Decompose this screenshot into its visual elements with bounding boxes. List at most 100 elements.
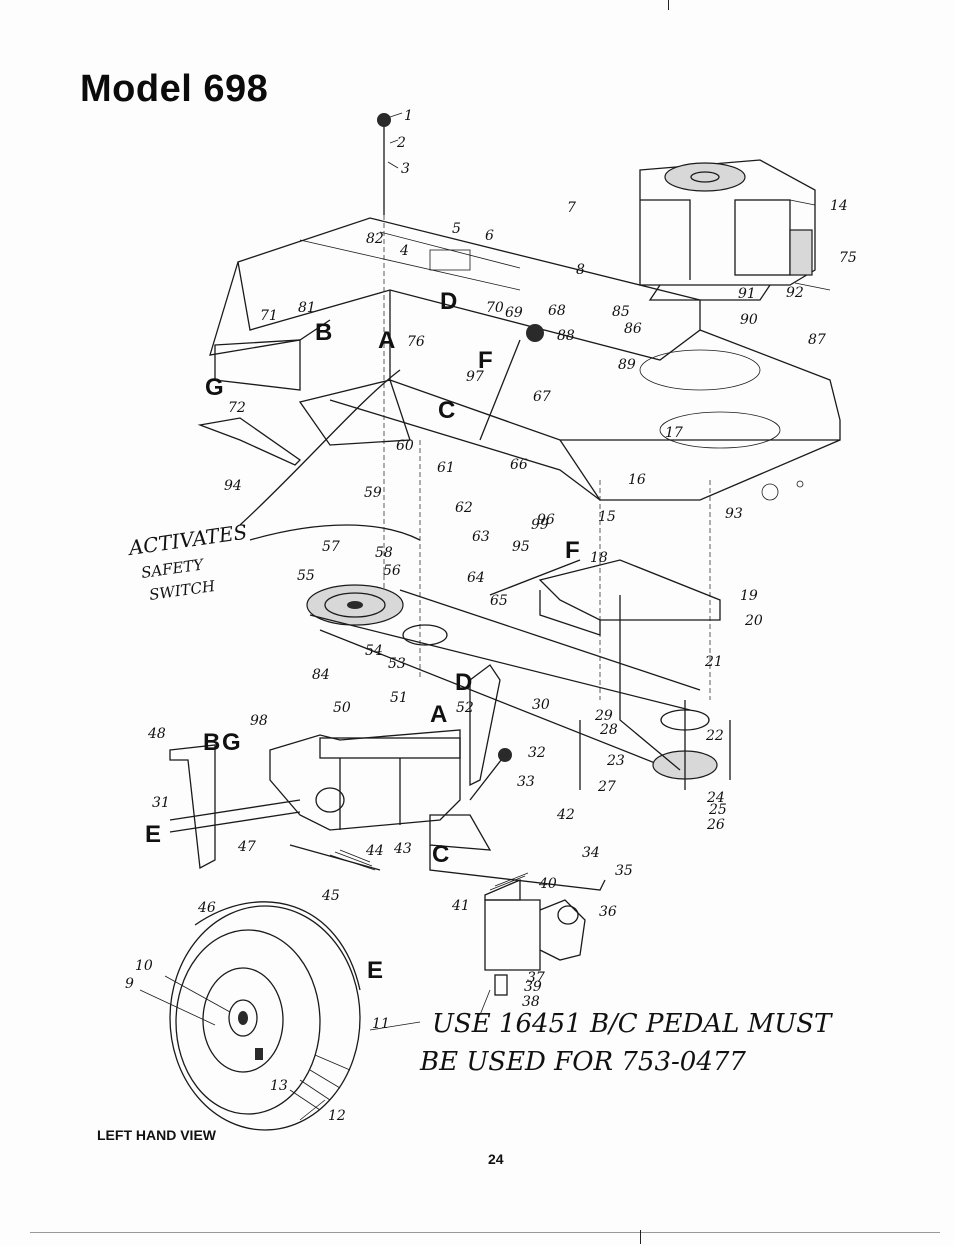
part-label: 40 <box>538 876 557 892</box>
ref-letter-g-left: G <box>222 729 241 756</box>
part-label: 22 <box>705 728 724 744</box>
bottom-edge-rule <box>30 1232 940 1233</box>
part-label: 32 <box>528 745 546 761</box>
part-label: 4 <box>399 243 409 259</box>
part-label: 97 <box>466 369 484 385</box>
part-label: 44 <box>365 843 384 859</box>
note-safety: SAFETY <box>140 555 206 582</box>
part-label: 91 <box>738 286 756 302</box>
part-label: 20 <box>744 613 763 629</box>
part-label: 65 <box>490 593 508 609</box>
part-label: 27 <box>597 779 616 795</box>
part-label: 75 <box>839 250 857 266</box>
bottom-edge-tick <box>640 1230 641 1244</box>
part-label: 66 <box>510 457 528 473</box>
part-label: 92 <box>786 285 804 301</box>
engine <box>639 159 816 301</box>
part-label: 26 <box>706 817 725 833</box>
part-label: 87 <box>808 332 826 348</box>
part-label: 85 <box>612 304 630 320</box>
part-label: 6 <box>485 228 494 244</box>
idler-bracket <box>538 559 731 790</box>
ref-letter-f-mid: F <box>565 537 580 564</box>
part-label: 47 <box>237 839 256 855</box>
part-label: 33 <box>517 774 535 790</box>
top-edge-tick <box>668 0 669 10</box>
part-label: 60 <box>396 438 414 454</box>
part-label: 42 <box>556 807 575 823</box>
part-label: 63 <box>472 529 490 545</box>
part-label: 81 <box>298 300 316 316</box>
drive-belt-and-pulleys <box>306 584 718 790</box>
part-label: 57 <box>322 539 340 555</box>
part-label: 8 <box>576 262 585 278</box>
part-label: 37 <box>527 970 545 986</box>
part-label: 13 <box>270 1078 288 1094</box>
part-label: 64 <box>467 570 485 586</box>
part-label: 41 <box>451 898 470 914</box>
part-label: 2 <box>396 135 406 151</box>
part-label: 9 <box>125 976 134 992</box>
part-label: 5 <box>452 221 461 237</box>
page-title: Model 698 <box>80 68 269 110</box>
part-label: 55 <box>297 568 315 584</box>
ref-letter-a-mid: A <box>430 701 447 728</box>
note-bottom-line1: USE 16451 B/C PEDAL MUST <box>432 1009 833 1039</box>
linkage-rods <box>239 113 711 700</box>
part-callouts: 1 2 3 4 5 6 7 8 9 10 11 12 13 14 15 16 1… <box>125 108 857 1124</box>
part-label: 86 <box>624 321 642 337</box>
part-label: 38 <box>522 994 540 1010</box>
view-label: LEFT HAND VIEW <box>97 1127 216 1143</box>
ref-letter-e-wheel: E <box>367 957 383 984</box>
ref-letter-b-left: B <box>203 729 220 756</box>
part-label: 76 <box>407 334 425 350</box>
part-label: 10 <box>135 958 153 974</box>
part-label: 93 <box>725 506 743 522</box>
part-label: 36 <box>599 904 617 920</box>
part-label: 16 <box>628 472 646 488</box>
ref-letter-a-top: A <box>378 327 395 354</box>
part-label: 56 <box>383 563 401 579</box>
part-label: 50 <box>333 700 351 716</box>
part-label: 95 <box>512 539 530 555</box>
part-label: 45 <box>321 888 340 904</box>
part-label: 88 <box>557 328 575 344</box>
part-label: 23 <box>606 753 625 769</box>
part-label: 15 <box>598 509 616 525</box>
part-label: 82 <box>366 231 384 247</box>
ref-letter-e-left: E <box>145 821 161 848</box>
part-label: 19 <box>740 588 758 604</box>
transaxle <box>169 729 461 871</box>
seat-pan <box>197 339 411 466</box>
part-label: 3 <box>401 161 410 177</box>
part-label: 31 <box>152 795 170 811</box>
part-label: 94 <box>224 478 242 494</box>
part-label: 89 <box>618 357 636 373</box>
ref-letter-f-top: F <box>478 347 493 374</box>
part-label: 71 <box>260 308 278 324</box>
part-label: 59 <box>364 485 382 501</box>
ref-letter-d-mid: D <box>455 669 472 696</box>
part-label: 58 <box>375 545 393 561</box>
part-label: 24 <box>706 790 725 806</box>
part-label: 25 <box>708 802 727 818</box>
part-label: 43 <box>393 841 412 857</box>
part-label: 84 <box>312 667 330 683</box>
part-label: 14 <box>830 198 848 214</box>
ref-letter-g-top: G <box>205 374 224 401</box>
part-label: 7 <box>567 200 576 216</box>
part-label: 53 <box>388 656 406 672</box>
part-label: 39 <box>524 979 542 995</box>
part-label: 54 <box>365 643 383 659</box>
part-label: 61 <box>437 460 455 476</box>
reference-letters: B A D F G C F D A B G E C E <box>145 288 580 984</box>
ref-letter-c-low: C <box>432 841 449 868</box>
part-label: 11 <box>372 1016 390 1032</box>
part-label: 67 <box>533 389 551 405</box>
leader-lines <box>139 112 831 1121</box>
frame-deck <box>209 217 841 501</box>
part-label: 98 <box>250 713 268 729</box>
part-label: 72 <box>228 400 246 416</box>
